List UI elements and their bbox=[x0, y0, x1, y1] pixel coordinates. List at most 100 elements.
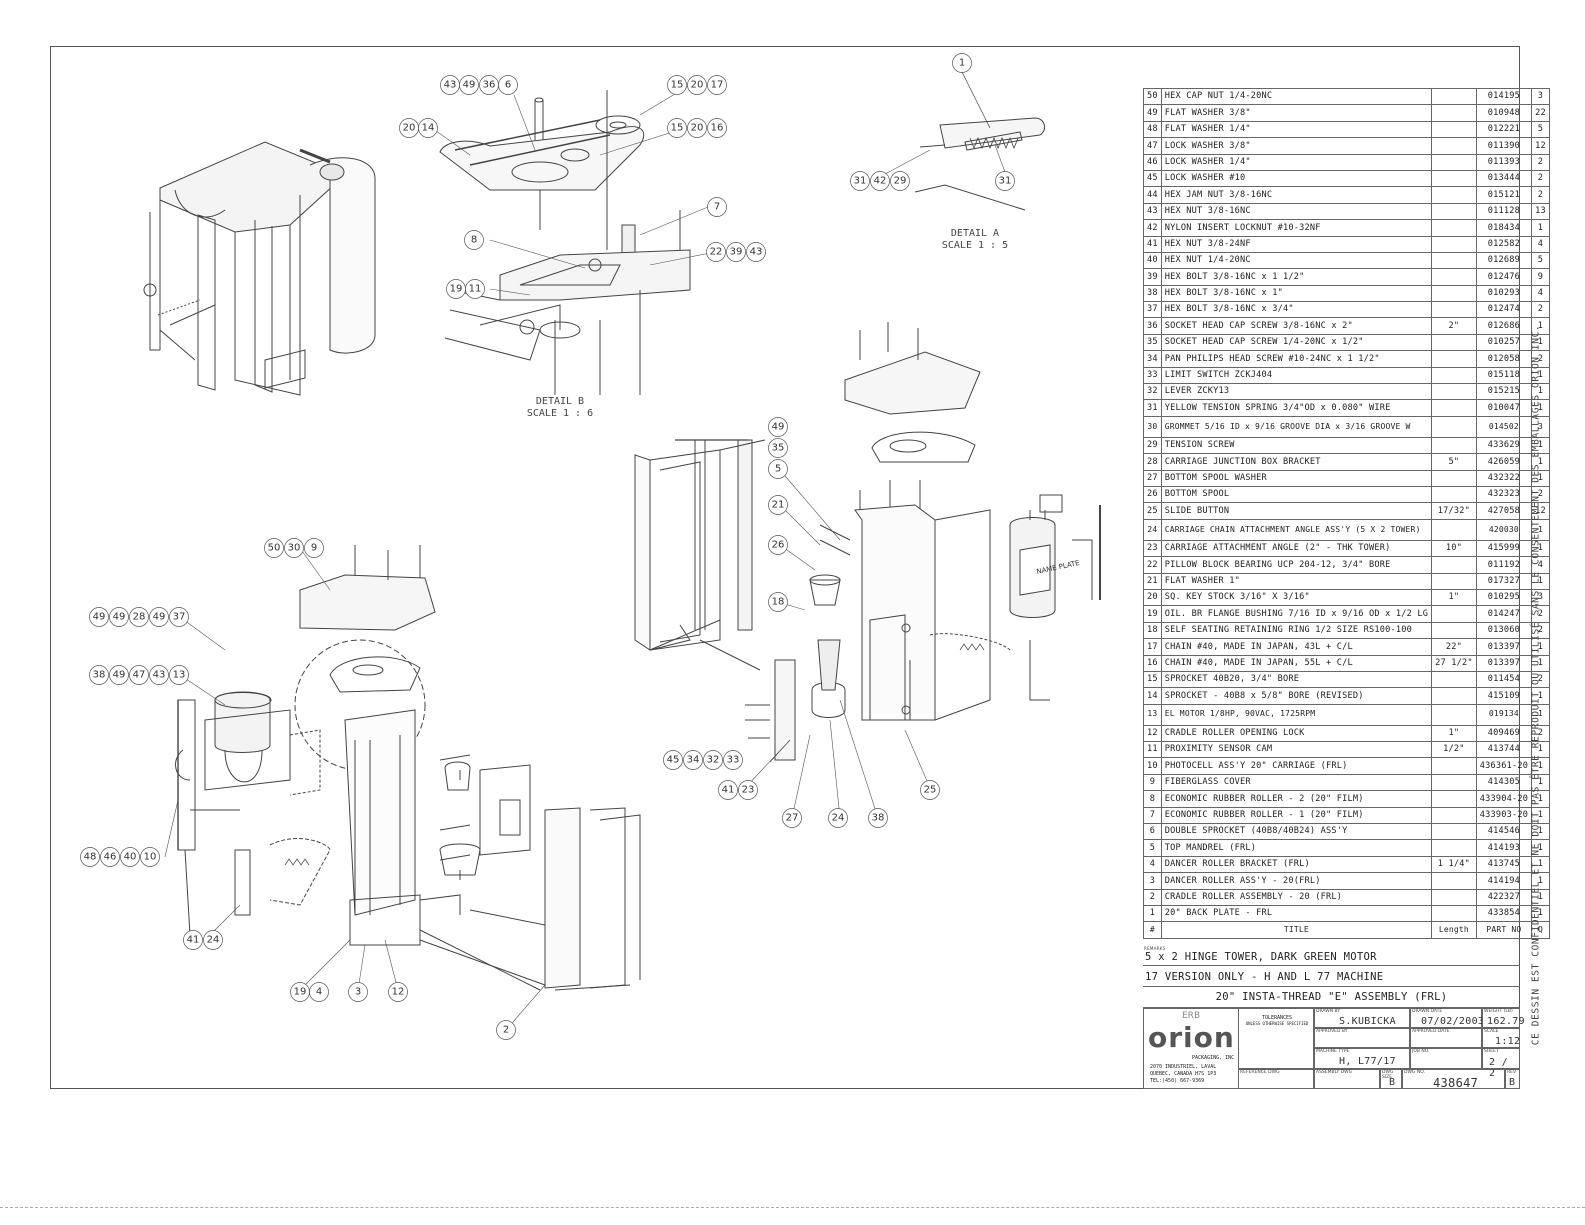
bom-cell-qty: 1 bbox=[1531, 806, 1550, 825]
weight-cell: WEIGHT (LB) 162.79 bbox=[1482, 1008, 1525, 1028]
bom-cell-no: 9 bbox=[1143, 773, 1162, 792]
balloon: 8 bbox=[464, 230, 484, 250]
svg-text:49: 49 bbox=[113, 670, 126, 681]
bom-cell-part: 420030 bbox=[1475, 518, 1533, 541]
svg-text:4: 4 bbox=[316, 987, 322, 998]
balloon: 12 bbox=[388, 982, 408, 1002]
bom-cell-length bbox=[1431, 436, 1477, 455]
bom-cell-length bbox=[1431, 888, 1477, 906]
balloon: 43 bbox=[440, 75, 460, 95]
bom-cell-qty: 9 bbox=[1531, 268, 1550, 286]
svg-text:26: 26 bbox=[772, 540, 785, 551]
balloon: 34 bbox=[683, 750, 703, 770]
bom-cell-part: 432323 bbox=[1475, 485, 1533, 504]
bom-cell-part: 433903-20 bbox=[1475, 806, 1533, 825]
bom-cell-no: 15 bbox=[1143, 670, 1162, 689]
bom-cell-no: 37 bbox=[1143, 301, 1162, 319]
title-block: ERB orion PACKAGING, INC 2070 INDUSTRIEL… bbox=[1143, 1008, 1525, 1090]
rev-cell: REV B bbox=[1505, 1069, 1520, 1089]
bom-cell-qty: 4 bbox=[1531, 235, 1550, 253]
bom-cell-title: HEX BOLT 3/8-16NC x 1 1/2" bbox=[1160, 268, 1433, 286]
bom-cell-length bbox=[1431, 605, 1477, 623]
bom-cell-title: LEVER ZCKY13 bbox=[1160, 383, 1433, 401]
balloon: 7 bbox=[707, 197, 727, 217]
bom-cell-length bbox=[1431, 399, 1477, 417]
bom-cell-part: 014247 bbox=[1475, 605, 1533, 623]
bom-cell-qty: 12 bbox=[1531, 137, 1550, 155]
svg-text:19: 19 bbox=[450, 284, 463, 295]
remarks-caption: REMARKS bbox=[1144, 946, 1166, 951]
machine-cell: MACHINE TYPE H, L77/17 bbox=[1314, 1048, 1410, 1069]
svg-text:12: 12 bbox=[392, 987, 405, 998]
bom-header-qty: Q bbox=[1531, 921, 1550, 939]
svg-text:43: 43 bbox=[153, 670, 166, 681]
balloon: 14 bbox=[418, 118, 438, 138]
bom-cell-part: 013397 bbox=[1475, 638, 1533, 656]
bom-cell-part: 013397 bbox=[1475, 654, 1533, 672]
bom-cell-title: SPROCKET - 40B8 x 5/8" BORE (REVISED) bbox=[1160, 687, 1433, 705]
bom-cell-no: 49 bbox=[1143, 104, 1162, 122]
svg-text:24: 24 bbox=[207, 935, 220, 946]
bom-cell-no: 8 bbox=[1143, 790, 1162, 808]
bom-cell-title: OIL. BR FLANGE BUSHING 7/16 ID x 9/16 OD… bbox=[1160, 605, 1433, 623]
svg-text:29: 29 bbox=[894, 176, 907, 187]
balloon: 16 bbox=[707, 118, 727, 138]
bom-cell-part: 012686 bbox=[1475, 317, 1533, 335]
balloon: 47 bbox=[129, 665, 149, 685]
bom-cell-no: 22 bbox=[1143, 556, 1162, 574]
bom-cell-length: 1" bbox=[1431, 724, 1477, 743]
svg-text:7: 7 bbox=[714, 202, 720, 213]
svg-text:20: 20 bbox=[403, 123, 416, 134]
drawing-title: 20" INSTA-THREAD "E" ASSEMBLY (FRL) bbox=[1143, 987, 1520, 1008]
svg-text:22: 22 bbox=[710, 247, 723, 258]
bom-cell-title: FLAT WASHER 3/8" bbox=[1160, 104, 1433, 122]
balloon: 38 bbox=[868, 808, 888, 828]
bom-cell-no: 13 bbox=[1143, 703, 1162, 726]
remark-line-1: 5 x 2 HINGE TOWER, DARK GREEN MOTOR bbox=[1145, 951, 1377, 963]
bom-cell-length: 1" bbox=[1431, 588, 1477, 607]
svg-text:41: 41 bbox=[187, 935, 200, 946]
bom-cell-qty: 2 bbox=[1531, 301, 1550, 319]
svg-text:2: 2 bbox=[503, 1025, 509, 1036]
detail-b-title: DETAIL B bbox=[536, 396, 584, 407]
svg-text:15: 15 bbox=[671, 80, 684, 91]
svg-text:31: 31 bbox=[999, 176, 1012, 187]
bom-cell-part: 414305 bbox=[1475, 773, 1533, 792]
bom-cell-qty: 2 bbox=[1531, 153, 1550, 171]
bom-cell-length: 5" bbox=[1431, 453, 1477, 471]
bom-cell-part: 433629 bbox=[1475, 436, 1533, 455]
bom-cell-title: SOCKET HEAD CAP SCREW 1/4-20NC x 1/2" bbox=[1160, 333, 1433, 352]
bom-cell-title: NYLON INSERT LOCKNUT #10-32NF bbox=[1160, 219, 1433, 237]
svg-text:49: 49 bbox=[153, 612, 166, 623]
balloon: 37 bbox=[169, 607, 189, 627]
svg-text:21: 21 bbox=[772, 500, 785, 511]
balloon: 15 bbox=[667, 118, 687, 138]
phone: TEL:(450) 667-9369 bbox=[1150, 1078, 1205, 1084]
balloon: 42 bbox=[870, 171, 890, 191]
bom-cell-part: 011454 bbox=[1475, 670, 1533, 689]
balloon: 31 bbox=[850, 171, 870, 191]
balloon: 19 bbox=[290, 982, 310, 1002]
bom-cell-title: DANCER ROLLER ASS'Y - 20(FRL) bbox=[1160, 872, 1433, 890]
bom-cell-part: 011192 bbox=[1475, 556, 1533, 574]
bom-cell-part: 015118 bbox=[1475, 366, 1533, 385]
bom-cell-length: 27 1/2" bbox=[1431, 654, 1477, 672]
balloon: 23 bbox=[738, 780, 758, 800]
bom-cell-no: 25 bbox=[1143, 502, 1162, 520]
bom-cell-no: 17 bbox=[1143, 638, 1162, 656]
bom-cell-title: CARRIAGE CHAIN ATTACHMENT ANGLE ASS'Y (5… bbox=[1160, 518, 1433, 541]
bom-cell-qty: 5 bbox=[1531, 120, 1550, 139]
bom-cell-length bbox=[1431, 202, 1477, 221]
